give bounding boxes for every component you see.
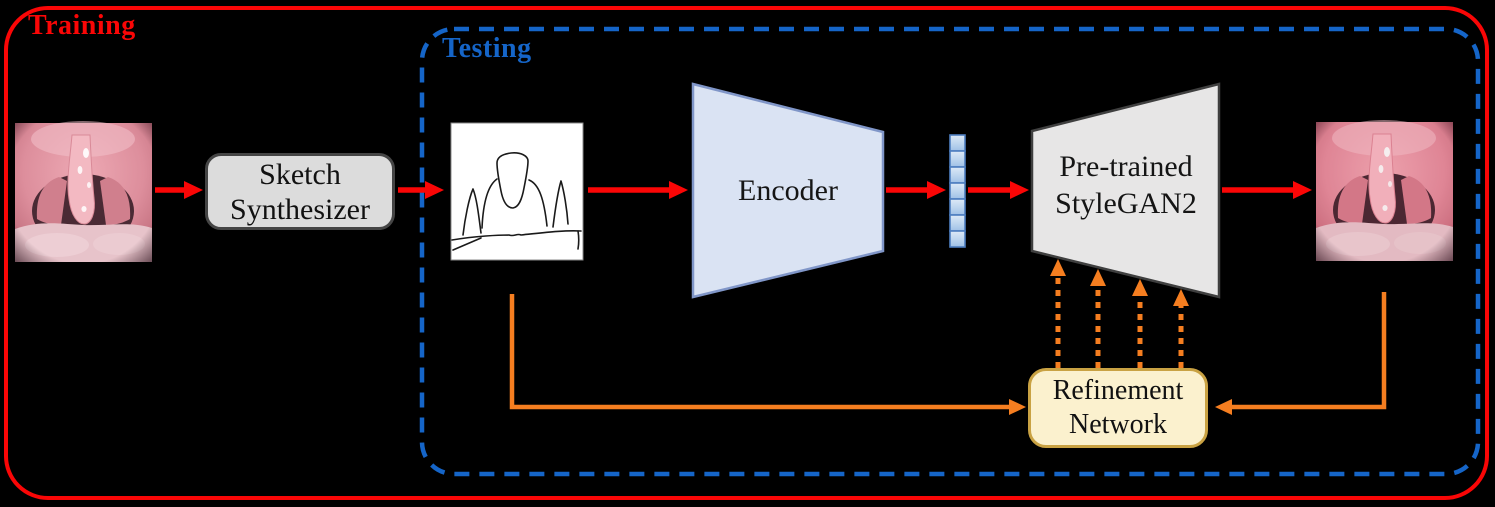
- input-photo: [14, 120, 153, 263]
- testing-region-border: [419, 26, 1481, 477]
- latent-vector: [949, 134, 966, 248]
- latent-cell: [949, 182, 966, 200]
- sketch-lip-line: [452, 237, 482, 251]
- sketch-synthesizer-node: Sketch Synthesizer: [205, 153, 395, 230]
- encoder-shape: [691, 82, 885, 299]
- training-region-label: Training: [28, 10, 136, 41]
- sketch-arch-left-line: [481, 178, 498, 229]
- latent-cell: [949, 230, 966, 248]
- latent-cell: [949, 198, 966, 216]
- refinement-label-line1: Refinement: [1052, 375, 1184, 406]
- sketch-tongue-line: [451, 230, 582, 241]
- latent-cell: [949, 150, 966, 168]
- sketch-tonsil-left-line: [462, 188, 482, 236]
- refinement-label-line2: Network: [1069, 409, 1167, 440]
- testing-region-label: Testing: [442, 33, 532, 64]
- latent-cell: [949, 214, 966, 232]
- sketch-edge-line: [577, 230, 580, 250]
- sketch-image: [450, 122, 584, 261]
- connector-sketch-to-refinement: [509, 294, 1026, 415]
- training-region-border: [4, 6, 1489, 500]
- output-photo: [1315, 119, 1454, 262]
- latent-cell: [949, 134, 966, 152]
- latent-cell: [949, 166, 966, 184]
- refinement-network-node: Refinement Network: [1028, 368, 1208, 448]
- sketch-synthesizer-label-line1: Sketch: [259, 157, 341, 191]
- stylegan-shape: [1030, 82, 1221, 299]
- connector-output-to-refinement: [1215, 292, 1387, 415]
- sketch-uvula-line: [496, 152, 529, 209]
- sketch-synthesizer-label-line2: Synthesizer: [230, 192, 370, 226]
- sketch-arch-right-line: [528, 179, 548, 227]
- sketch-tonsil-right-line: [552, 180, 569, 228]
